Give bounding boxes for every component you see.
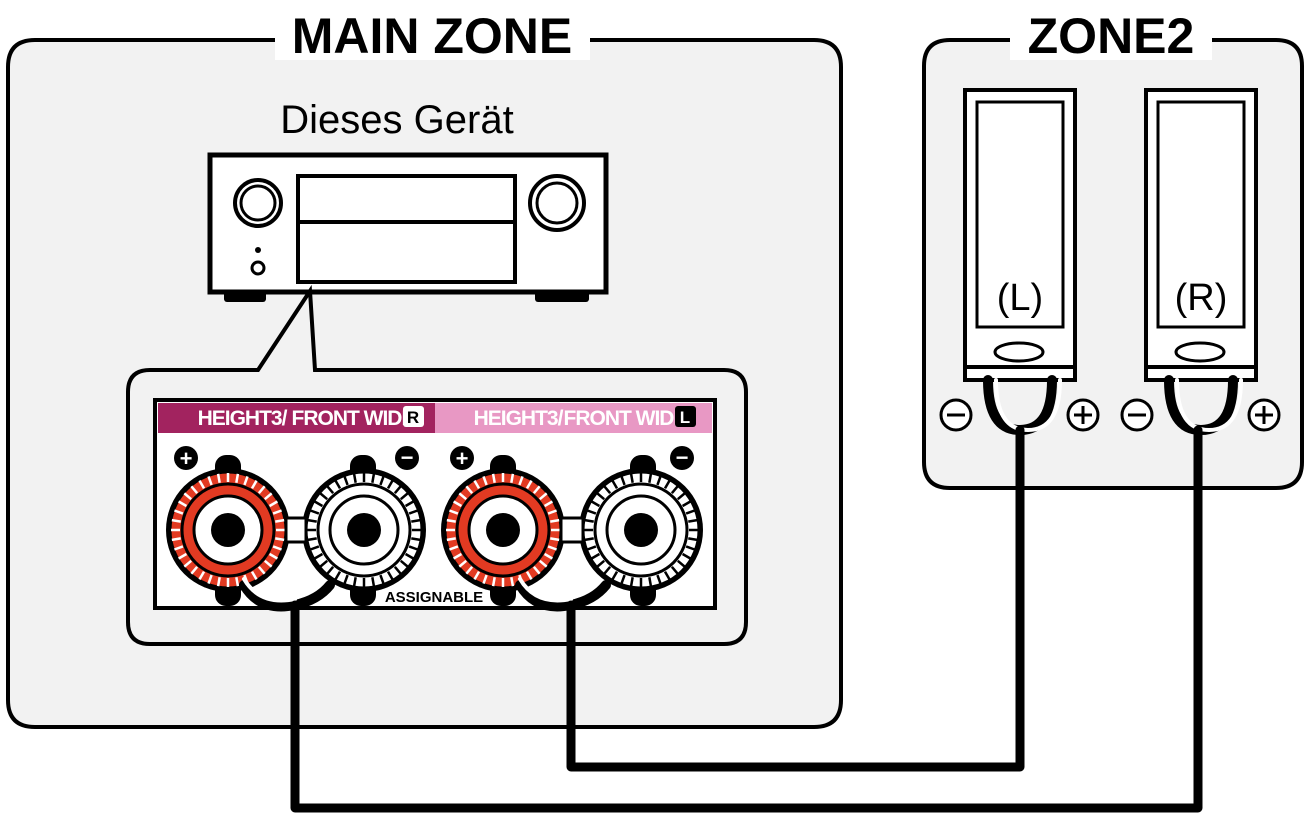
main-zone-title: MAIN ZONE [292, 8, 573, 64]
speaker-left-label: (L) [997, 277, 1043, 319]
badge-r: R [407, 408, 419, 427]
section-l-front-label: FRONT WIDE [564, 407, 688, 430]
speaker-left: (L) [963, 88, 1077, 382]
svg-text:+: + [180, 446, 193, 471]
panel-minus-marker-2: − [670, 445, 694, 470]
section-r-header [158, 403, 435, 433]
panel-plus-marker-1: + [174, 446, 198, 471]
zone2-title: ZONE2 [1028, 8, 1195, 64]
terminal-bridge [559, 516, 585, 544]
zone2-title-gap [1010, 10, 1212, 60]
section-l-header [435, 403, 712, 433]
power-led [255, 247, 261, 253]
speaker-cables [239, 375, 1243, 813]
receiver-display [296, 174, 517, 284]
terminal-r-minus [302, 468, 426, 592]
speaker-left-port [993, 341, 1045, 363]
speaker-right-label: (R) [1175, 277, 1228, 319]
main-zone-title-gap [275, 10, 590, 60]
badge-l: L [680, 408, 690, 427]
speaker-right-plus-icon [1247, 398, 1281, 432]
terminal-l-plus [441, 468, 565, 592]
section-r-front-label: FRONT WIDE [292, 407, 416, 430]
terminal-l-minus [579, 468, 703, 592]
panel-plus-marker-2: + [450, 446, 474, 471]
device-label: Dieses Gerät [280, 98, 513, 142]
terminal-bridge [284, 516, 308, 544]
badge-r-box [403, 406, 424, 427]
receiver-unit [207, 152, 609, 302]
section-l-height-label: HEIGHT3/ [474, 407, 564, 430]
assignable-label: ASSIGNABLE [385, 589, 483, 606]
terminal-r-plus [166, 468, 290, 592]
svg-text:−: − [401, 445, 414, 470]
section-r-height-label: HEIGHT3/ [198, 407, 288, 430]
panel-minus-marker-1: − [395, 445, 419, 470]
speaker-left-plus-icon [1066, 398, 1100, 432]
svg-text:+: + [456, 446, 469, 471]
badge-l-box [675, 406, 696, 427]
svg-text:−: − [676, 445, 689, 470]
speaker-right: (R) [1144, 88, 1258, 382]
speaker-right-minus-icon [1120, 398, 1154, 432]
speaker-left-minus-icon [939, 398, 973, 432]
power-button-icon [250, 260, 266, 276]
speaker-right-port [1174, 341, 1226, 363]
